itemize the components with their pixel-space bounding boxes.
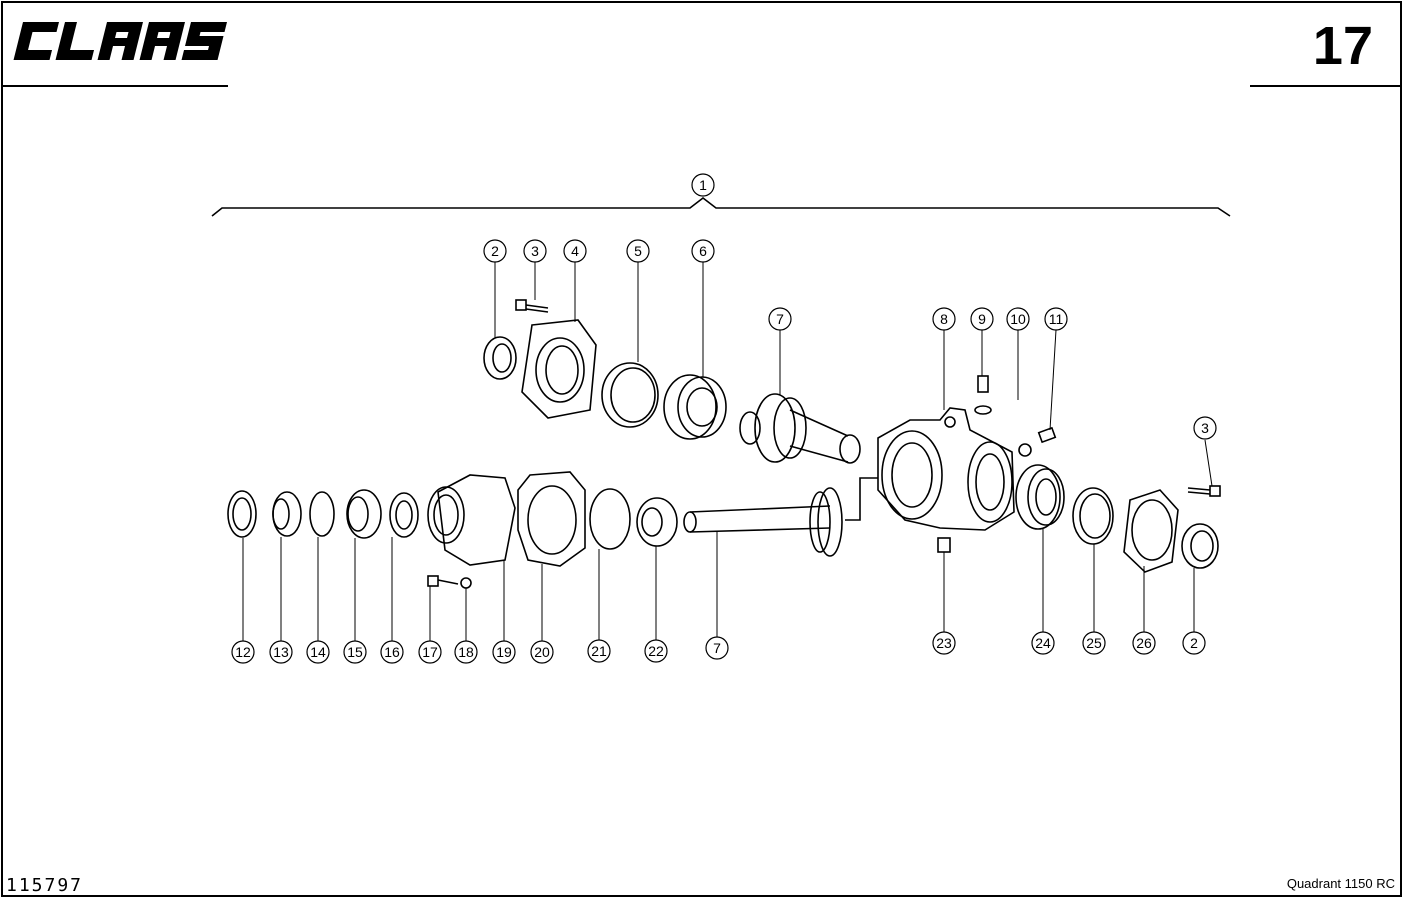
callout-circle: [231, 640, 255, 664]
part-cover-flange-26: [1123, 489, 1179, 573]
callout-circle: [932, 631, 956, 655]
callout-circle: [644, 639, 668, 663]
part-shim-25: [1072, 487, 1114, 545]
callout-circle: [1182, 631, 1206, 655]
callout-circle: [1193, 416, 1217, 440]
model-name: Quadrant 1150 RC: [1286, 876, 1395, 891]
part-bearing-housing-19: [437, 474, 516, 566]
part-bolt-3-right: [1187, 485, 1221, 497]
callout-circle: [530, 640, 554, 664]
callout-label: 5: [634, 243, 642, 259]
callout-circle: [563, 239, 587, 263]
callout-label: 16: [384, 644, 400, 660]
callout-circle: [523, 239, 547, 263]
callout-circle: [483, 239, 507, 263]
callout-label: 19: [496, 644, 512, 660]
callout-circle: [768, 307, 792, 331]
callout-circle: [418, 640, 442, 664]
part-seal-12: [227, 490, 257, 538]
header-rule-left: [2, 85, 228, 87]
callout-circle: [306, 640, 330, 664]
callout-circle: [970, 307, 994, 331]
callout-label: 17: [422, 644, 438, 660]
callout-label: 14: [310, 644, 326, 660]
callout-circle: [691, 173, 715, 197]
callout-assembly: 1: [699, 177, 707, 193]
part-taper-bearing-24: [1015, 464, 1061, 530]
part-breather: [974, 375, 992, 415]
callout-circle: [587, 639, 611, 663]
callout-circle: [454, 640, 478, 664]
callout-label: 24: [1035, 635, 1051, 651]
callout-label: 3: [1201, 420, 1209, 436]
callout-circle: [269, 640, 293, 664]
part-pinion-gear: [739, 393, 861, 464]
part-bearing-flange: [521, 319, 597, 419]
part-gasket-20: [517, 471, 586, 567]
callout-circle: [705, 636, 729, 660]
callout-label: 21: [591, 643, 607, 659]
callout-label: 7: [776, 311, 784, 327]
callout-label: 23: [936, 635, 952, 651]
callout-label: 2: [1190, 635, 1198, 651]
header-rule-right: [1250, 85, 1402, 87]
callout-label: 7: [713, 640, 721, 656]
callout-label: 4: [571, 243, 579, 259]
part-bevel-gear-shaft: [683, 487, 843, 557]
assembly-bracket: [211, 196, 1231, 217]
part-o-ring: [1018, 443, 1032, 457]
claas-logo: [13, 22, 228, 60]
part-spacer-16: [389, 492, 419, 538]
part-gearbox-housing: [877, 407, 1015, 531]
part-plug: [1037, 426, 1057, 444]
callout-label: 6: [699, 243, 707, 259]
callout-circle: [1132, 631, 1156, 655]
part-washer-18: [460, 577, 472, 589]
page-number: 17: [1312, 16, 1373, 76]
callout-circle: [1082, 631, 1106, 655]
callout-circle: [691, 239, 715, 263]
part-shaft-seal: [483, 336, 517, 380]
callout-label: 8: [940, 311, 948, 327]
part-taper-bearing: [663, 374, 717, 440]
part-bearing-13: [272, 491, 302, 537]
callout-label: 2: [491, 243, 499, 259]
part-bearing-15: [346, 489, 382, 539]
callout-label: 13: [273, 644, 289, 660]
document-number: 115797: [6, 875, 84, 896]
part-drain-plug-23: [937, 537, 951, 553]
callout-label: 11: [1049, 311, 1064, 327]
part-shaft-seal-2-right: [1181, 523, 1219, 569]
callout-circle: [932, 307, 956, 331]
callout-label: 25: [1086, 635, 1102, 651]
callout-circle: [380, 640, 404, 664]
part-bolt: [515, 299, 549, 313]
callout-circle: [1006, 307, 1030, 331]
part-ring-14: [309, 491, 335, 537]
callout-label: 18: [458, 644, 474, 660]
callout-circle: [492, 640, 516, 664]
callout-label: 22: [648, 643, 664, 659]
callout-label: 9: [978, 311, 986, 327]
callout-circle: [626, 239, 650, 263]
callout-label: 12: [235, 644, 251, 660]
callout-circle: [343, 640, 367, 664]
callout-label: 10: [1010, 311, 1026, 327]
part-o-ring-21: [589, 488, 631, 550]
callout-label: 15: [347, 644, 363, 660]
callout-label: 26: [1136, 635, 1152, 651]
callout-circle: [1031, 631, 1055, 655]
callout-label: 3: [531, 243, 539, 259]
callout-label: 20: [534, 644, 550, 660]
part-bolt-17: [427, 575, 459, 587]
part-shim-ring: [601, 362, 659, 428]
part-bearing-22: [636, 497, 678, 547]
callout-circle: [1044, 307, 1068, 331]
